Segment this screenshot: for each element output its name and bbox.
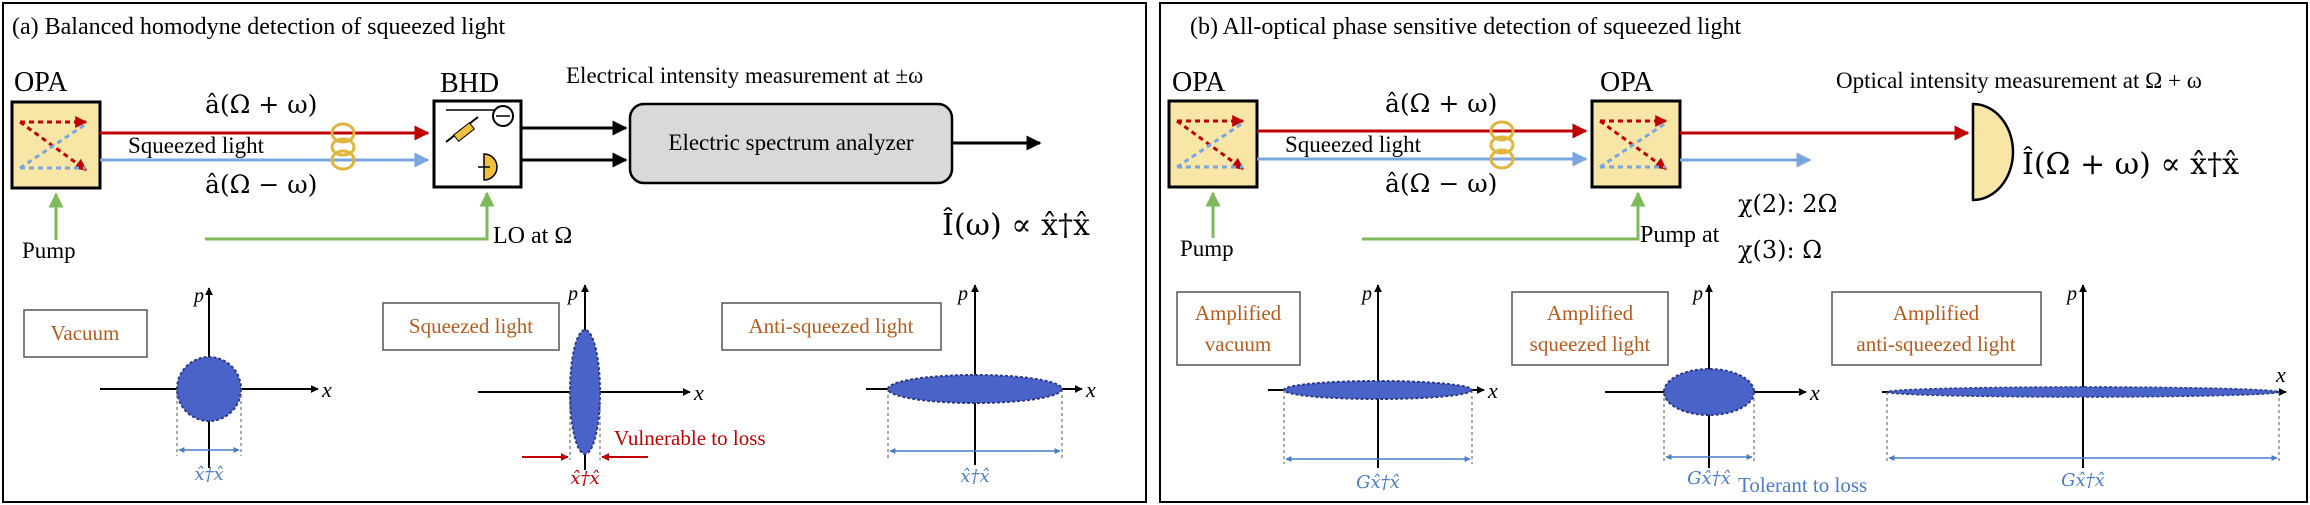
opa-crystal-icon (1590, 99, 1682, 189)
entanglement-link-icon (330, 122, 356, 171)
chi3-label: χ(3): Ω (1738, 236, 1822, 264)
squeezed-label-box (382, 302, 560, 351)
width-label: Gx̂†x̂ (1687, 468, 1731, 489)
panel-b: (b) All-optical phase sensitive detectio… (1159, 2, 2308, 503)
vacuum-label: Vacuum (51, 321, 120, 345)
output-formula-b: Î(Ω + ω) ∝ x̂†x̂ (2022, 146, 2239, 182)
panel-a-title: (a) Balanced homodyne detection of squee… (12, 14, 505, 40)
pump2-path (1362, 191, 1646, 241)
electrical-measurement-label: Electrical intensity measurement at ±ω (566, 63, 923, 88)
amplified-squeezed-ellipse (1663, 368, 1755, 416)
amplified-squeezed-label-box (1511, 291, 1669, 366)
amplified-squeezed-phase-space: Amplified squeezed light p x Gx̂†x̂ Tole… (1511, 283, 1867, 497)
width-label: Gx̂†x̂ (1356, 472, 1400, 493)
amplified-vacuum-label-line1: Amplified (1195, 301, 1282, 325)
squeezed-phase-space: Squeezed light p x x̂†x̂ Vulnerable to l… (382, 283, 766, 489)
anti-squeezed-label: Anti-squeezed light (748, 314, 913, 338)
amplified-squeezed-label-line1: Amplified (1547, 301, 1634, 325)
x-axis-label: x (321, 377, 332, 402)
anti-squeezed-phase-space: Anti-squeezed light p x x̂†x̂ (721, 283, 1096, 487)
width-label: x̂†x̂ (570, 468, 599, 489)
panel-b-title: (b) All-optical phase sensitive detectio… (1190, 14, 1742, 40)
squeezed-state-ellipse (569, 329, 601, 455)
x-axis-label: x (1085, 377, 1096, 402)
opa-crystal-icon (1167, 99, 1259, 189)
upper-mode-label: â(Ω + ω) (1385, 89, 1497, 118)
vulnerable-note: Vulnerable to loss (614, 426, 766, 450)
amplified-anti-squeezed-phase-space: Amplified anti-squeezed light p x Gx̂†x̂ (1831, 283, 2287, 491)
opa-label: OPA (14, 67, 68, 98)
x-axis-label: x (1487, 378, 1498, 403)
x-axis-label: x (1809, 380, 1820, 405)
p-axis-label: p (566, 283, 578, 305)
vacuum-phase-space: Vacuum p x x̂†x̂ (23, 285, 332, 485)
p-axis-label: p (956, 283, 968, 305)
spectrum-analyzer-label: Electric spectrum analyzer (668, 130, 914, 155)
amplified-vacuum-phase-space: Amplified vacuum p x Gx̂†x̂ (1176, 283, 1498, 493)
p-axis-label: p (2065, 283, 2077, 305)
squeezed-label: Squeezed light (409, 314, 533, 338)
tolerant-note: Tolerant to loss (1738, 473, 1867, 497)
entanglement-link-icon (1489, 120, 1515, 170)
upper-mode-label: â(Ω + ω) (205, 90, 317, 119)
amplified-vacuum-label-line2: vacuum (1205, 332, 1271, 356)
amplified-anti-squeezed-ellipse (1886, 386, 2280, 398)
bhd-label: BHD (440, 68, 499, 99)
anti-squeezed-label-box (721, 302, 942, 351)
lower-mode-label: â(Ω − ω) (1385, 169, 1497, 198)
output-formula-a: Î(ω) ∝ x̂†x̂ (942, 207, 1090, 243)
bhd-detector-icon (432, 99, 523, 189)
x-axis-label: x (693, 380, 704, 405)
panel-b-frame (1159, 2, 2308, 503)
chi2-label: χ(2): 2Ω (1738, 190, 1837, 218)
amplified-squeezed-label-line2: squeezed light (1530, 332, 1651, 356)
opa-crystal-icon (10, 100, 102, 190)
anti-squeezed-state-ellipse (887, 374, 1063, 404)
amplified-anti-squeezed-label-line1: Amplified (1893, 301, 1980, 325)
squeezed-light-label: Squeezed light (128, 133, 265, 158)
lower-mode-label: â(Ω − ω) (205, 170, 317, 199)
lo-path (205, 191, 495, 241)
pump-label: Pump (1180, 236, 1234, 261)
opa2-label: OPA (1600, 67, 1654, 98)
panel-a: (a) Balanced homodyne detection of squee… (2, 2, 1147, 503)
amplified-anti-squeezed-label-box (1831, 291, 2042, 366)
optical-measurement-label: Optical intensity measurement at Ω + ω (1836, 68, 2202, 93)
p-axis-label: p (1691, 283, 1703, 305)
amplified-vacuum-label-box (1176, 291, 1301, 366)
p-axis-label: p (192, 285, 204, 307)
vacuum-label-box (23, 309, 148, 358)
amplified-anti-squeezed-label-line2: anti-squeezed light (1856, 332, 2015, 356)
opa1-label: OPA (1172, 67, 1226, 98)
p-axis-label: p (1360, 283, 1372, 305)
lo-label: LO at Ω (493, 223, 572, 249)
width-label: Gx̂†x̂ (2061, 470, 2105, 491)
vacuum-state-disc (176, 356, 242, 422)
amplified-vacuum-ellipse (1283, 380, 1473, 400)
photodetector-icon (1971, 102, 2015, 202)
width-label: x̂†x̂ (194, 464, 223, 485)
pump2-label: Pump at (1640, 222, 1720, 248)
squeezed-light-label: Squeezed light (1285, 132, 1422, 157)
width-label: x̂†x̂ (960, 466, 989, 487)
panel-a-frame (2, 2, 1147, 503)
x-axis-label: x (2275, 362, 2286, 387)
pump-label: Pump (22, 238, 76, 263)
